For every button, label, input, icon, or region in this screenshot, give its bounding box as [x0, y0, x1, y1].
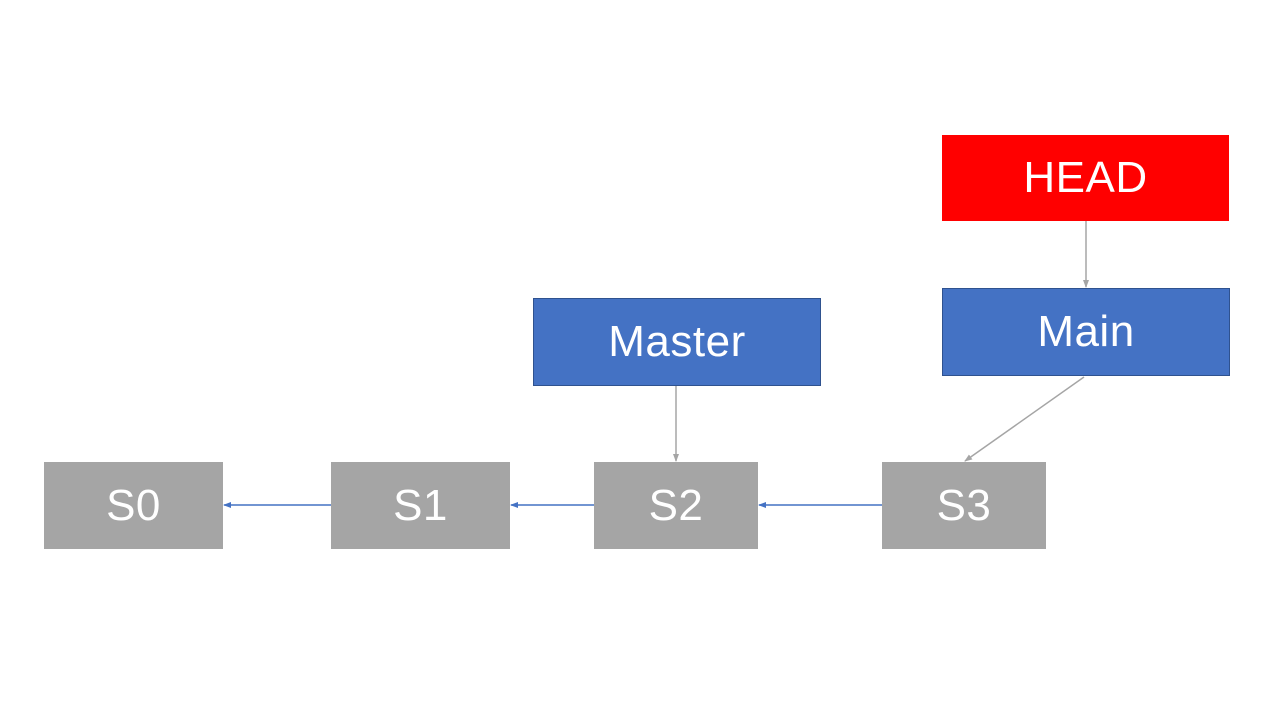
edge-main-to-s3 — [964, 376, 1085, 462]
branch-master-box: Master — [533, 298, 821, 386]
commit-s3-box: S3 — [882, 462, 1046, 549]
commit-s0-label: S0 — [106, 480, 161, 530]
commit-s1-box: S1 — [331, 462, 510, 549]
commit-s1-label: S1 — [393, 480, 448, 530]
commit-s2-box: S2 — [594, 462, 758, 549]
head-pointer-box: HEAD — [942, 135, 1229, 221]
commit-s3-label: S3 — [936, 480, 992, 530]
branch-main-box: Main — [942, 288, 1230, 376]
commit-s0-box: S0 — [44, 462, 223, 549]
branch-master-label: Master — [608, 317, 746, 366]
head-label: HEAD — [1023, 153, 1148, 202]
commit-s2-label: S2 — [648, 480, 704, 530]
branch-main-label: Main — [1037, 307, 1135, 356]
